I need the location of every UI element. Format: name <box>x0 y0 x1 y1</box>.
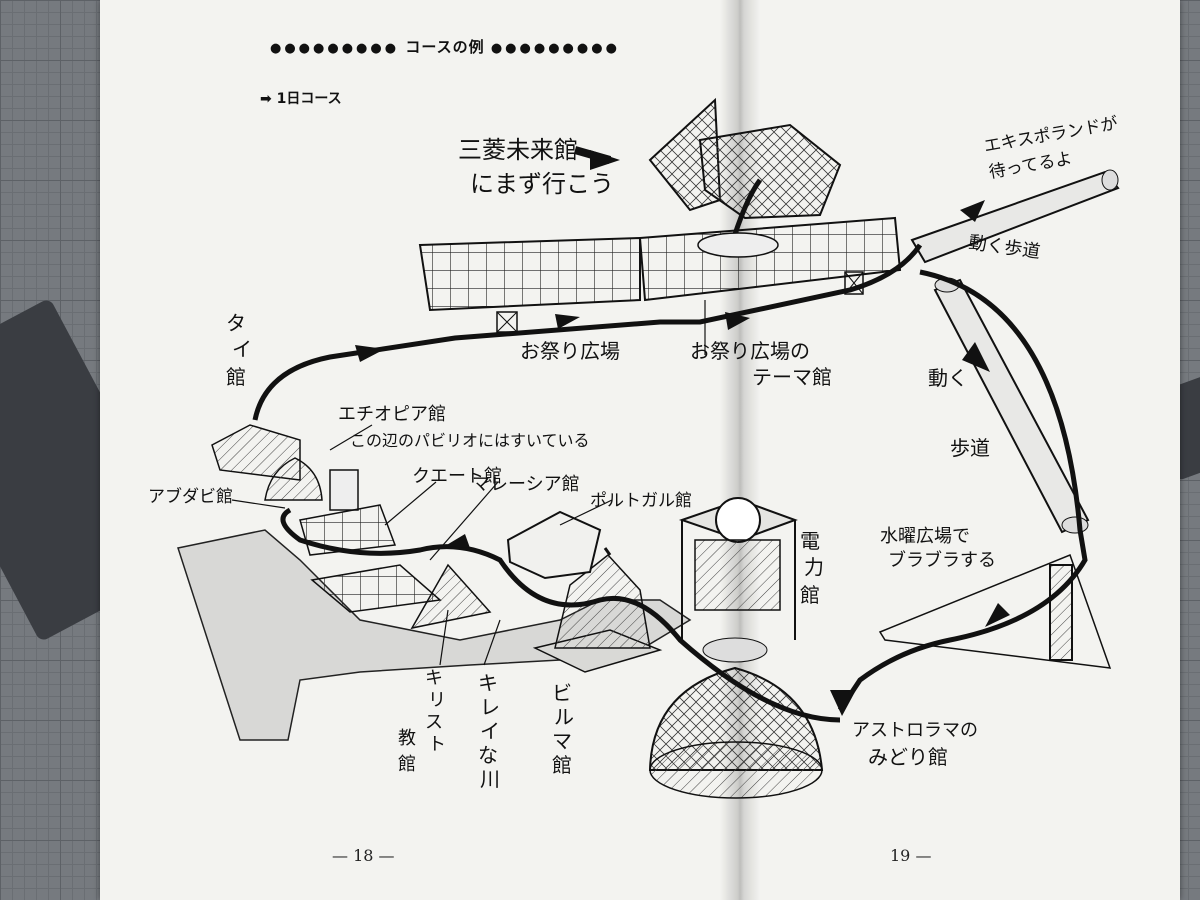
route-arrow-icon <box>445 534 470 548</box>
electric-power-pavilion <box>678 497 798 663</box>
label-portugal: ポルトガル館 <box>590 491 692 511</box>
label-walkway-2b: 歩道 <box>950 436 990 460</box>
label-electric-2: 力 <box>804 555 824 579</box>
label-electric-1: 電 <box>800 529 820 553</box>
label-church-1: キ <box>425 668 443 689</box>
label-walkway-2a: 動く <box>928 366 968 390</box>
label-mitsubishi-1: 三菱未来館 <box>458 136 578 164</box>
route-path-south <box>280 507 841 723</box>
wednesday-plaza <box>878 554 1112 669</box>
portugal-pavilion <box>506 510 602 580</box>
one-day-course-heading: ➡ 1日コース <box>260 88 342 108</box>
page-number-right: 19 — <box>890 846 932 865</box>
header-dots-left: ●●●●●●●●● <box>270 41 400 56</box>
page-number-left: — 18 — <box>332 846 395 865</box>
label-burma-1: ビ <box>552 681 572 705</box>
route-arrow-icon <box>555 314 580 329</box>
label-pavilion-note: この辺のパビリオにはすいている <box>350 431 590 450</box>
label-church-6: 館 <box>398 754 416 775</box>
label-river-5: 川 <box>480 767 500 791</box>
leader-line <box>231 499 286 509</box>
label-river-4: な <box>478 743 498 767</box>
kuwait-malaysia-pavilions <box>310 564 442 613</box>
route-path-east <box>837 269 1088 712</box>
mitsubishi-pavilion <box>648 97 842 258</box>
label-electric-3: 館 <box>800 583 820 607</box>
leader-line <box>439 609 449 666</box>
arrow-right-icon: ➡ <box>260 91 272 107</box>
label-theme-2: テーマ館 <box>752 365 832 389</box>
leader-line <box>559 499 613 526</box>
label-river-1: キ <box>478 671 498 695</box>
label-ethiopia: エチオピア館 <box>338 404 446 425</box>
label-walkway-1: 動く歩道 <box>967 232 1041 263</box>
label-burma-3: マ <box>552 729 572 753</box>
label-kuwait: クエート館 <box>412 466 502 487</box>
leader-line <box>483 619 501 666</box>
label-wednesday-1: 水曜広場で <box>880 526 970 547</box>
label-astrorama-2: みどり館 <box>868 745 948 769</box>
label-mitsubishi-2: にまず行こう <box>470 170 614 198</box>
leader-line <box>429 481 499 561</box>
label-burma-2: ル <box>554 705 574 729</box>
header-title: コースの例 <box>405 38 485 56</box>
label-expoland-1: エキスポランドが <box>982 114 1119 157</box>
leader-line <box>384 481 437 526</box>
label-festival-plaza: お祭り広場 <box>520 339 620 363</box>
label-malaysia: マレーシア館 <box>472 474 580 495</box>
label-thai-2: イ <box>232 337 252 361</box>
header-dots-right: ●●●●●●●●● <box>490 41 620 56</box>
thai-ethiopia-abudhabi-cluster <box>211 424 397 556</box>
route-arrow-icon <box>725 312 750 330</box>
route-arrow-icon <box>985 603 1010 627</box>
label-thai-3: 館 <box>226 365 246 389</box>
label-church-5: 教 <box>398 728 416 749</box>
label-thai-1: タ <box>226 311 246 335</box>
course-name: 1日コース <box>276 91 342 107</box>
route-arrow-icon <box>355 345 385 362</box>
arrow-shaft <box>573 146 612 164</box>
route-arrow-icon <box>830 690 856 716</box>
leader-line <box>329 424 373 451</box>
label-abu-dhabi: アブダビ館 <box>148 486 233 507</box>
label-wednesday-2: ブラブラする <box>888 549 996 571</box>
route-arrow-icon <box>962 342 990 372</box>
label-church-2: リ <box>428 690 446 711</box>
label-river-2: レ <box>480 695 500 719</box>
tower-icon <box>1049 564 1073 661</box>
label-river-3: イ <box>480 719 500 743</box>
moving-walkway-1 <box>910 169 1120 264</box>
label-church-4: ト <box>428 734 446 755</box>
course-examples-header: ●●●●●●●●● コースの例 ●●●●●●●●● <box>270 36 620 57</box>
moving-walkway-2 <box>933 277 1090 534</box>
label-church-3: ス <box>425 712 443 733</box>
label-astrorama-1: アストロラマの <box>852 720 978 741</box>
label-burma-4: 館 <box>552 753 572 777</box>
route-path-north <box>252 243 923 421</box>
midori-pavilion-dome <box>648 666 824 799</box>
festival-plaza-roof <box>418 216 902 333</box>
label-theme-1: お祭り広場の <box>690 339 810 363</box>
route-arrow-icon <box>960 200 985 222</box>
